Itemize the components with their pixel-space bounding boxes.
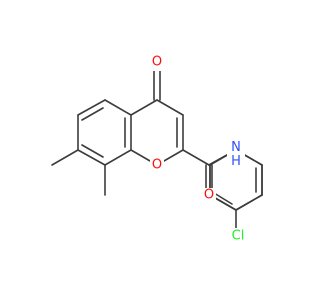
atom-label-background bbox=[202, 188, 216, 204]
atom-label-background bbox=[227, 139, 245, 163]
bond bbox=[130, 99, 158, 116]
bond bbox=[213, 192, 233, 205]
bond bbox=[77, 99, 106, 116]
oxygen-atom-carbonyl: O bbox=[152, 55, 162, 70]
bond bbox=[51, 149, 79, 166]
bond bbox=[81, 107, 104, 121]
bond bbox=[182, 149, 210, 166]
atom-label-background bbox=[150, 55, 164, 71]
atom-label-background bbox=[227, 228, 249, 244]
atom-label-background bbox=[150, 158, 164, 174]
oxygen-atom-ring: O bbox=[152, 158, 162, 173]
bond bbox=[104, 149, 132, 166]
bond bbox=[77, 149, 106, 166]
bond bbox=[104, 99, 132, 116]
chlorine-atom: Cl bbox=[232, 229, 245, 244]
bond bbox=[156, 99, 184, 116]
bond bbox=[81, 144, 104, 158]
bond bbox=[235, 194, 263, 211]
oxygen-atom-amide: O bbox=[204, 188, 214, 203]
